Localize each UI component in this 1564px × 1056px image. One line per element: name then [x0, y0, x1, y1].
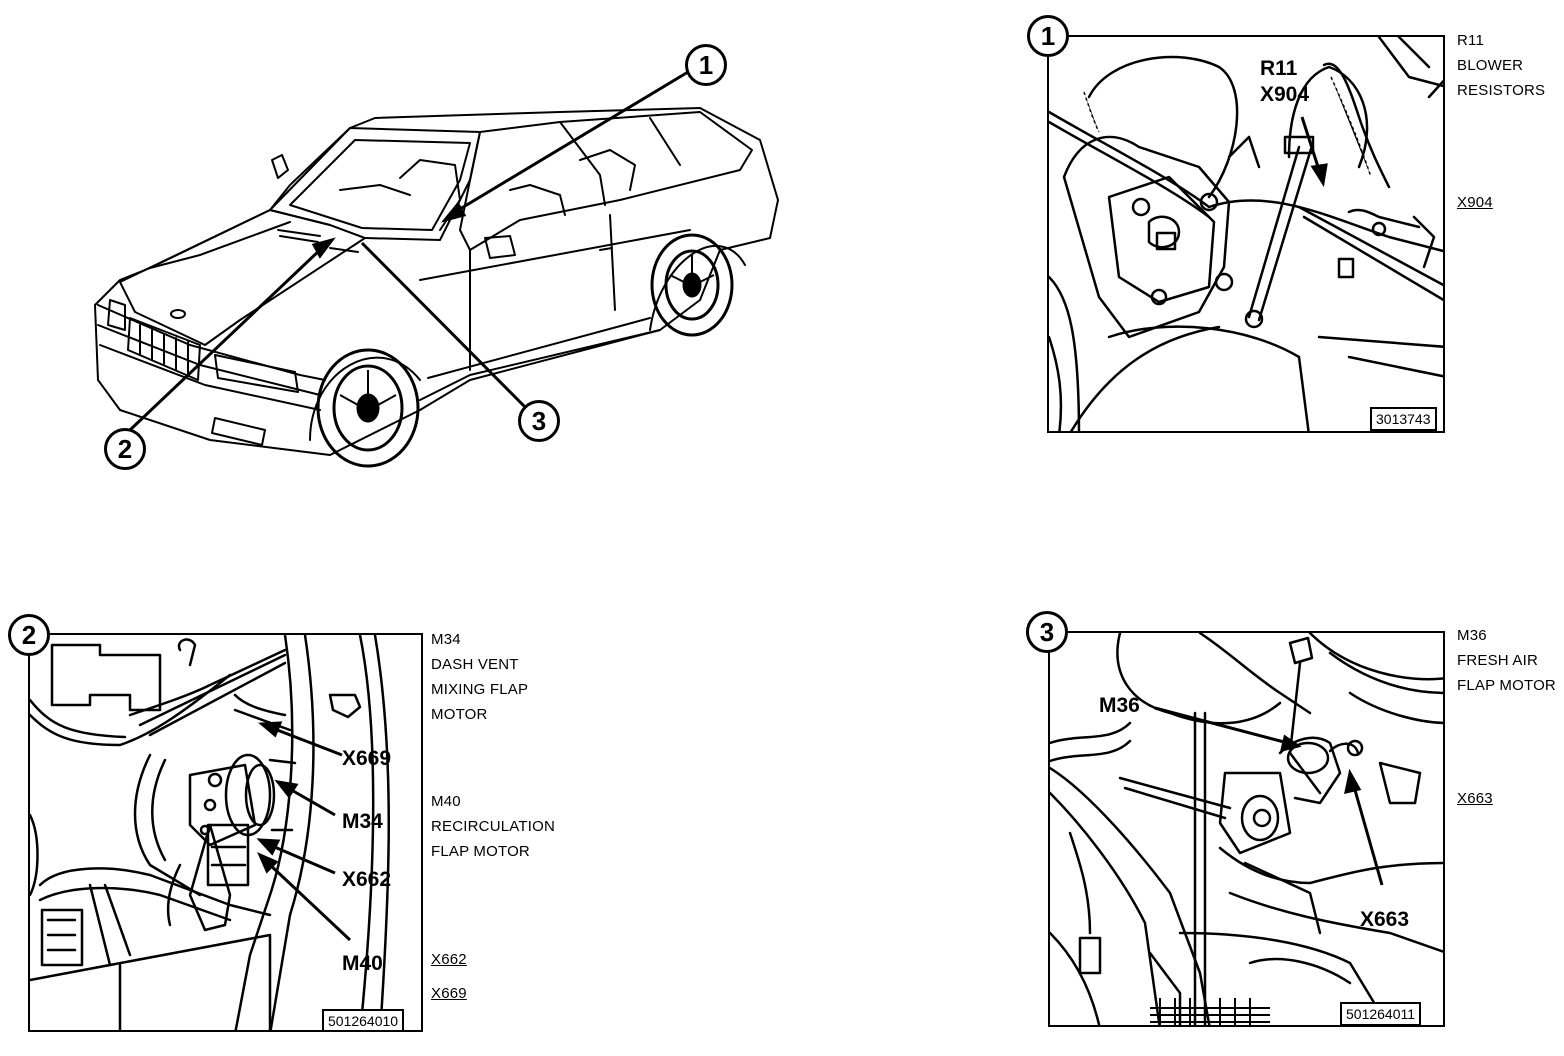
panel-1-label-r11: R11 — [1457, 32, 1485, 49]
panel-3-connector-x663: X663 — [1457, 790, 1493, 807]
panel-2-figure-code: 501264010 — [322, 1009, 405, 1030]
panel-3-label-fresh-air: FRESH AIR — [1457, 652, 1538, 669]
panel-3-fresh-air-flap-motor: M36 X663 501264011 — [1048, 631, 1445, 1027]
overview-callout-2: 2 — [104, 428, 146, 470]
panel-1-illustration — [1049, 37, 1443, 431]
car-overview-illustration — [94, 70, 779, 468]
panel-1-connector-x904: X904 — [1457, 194, 1493, 211]
panel-2-label-flap-motor: FLAP MOTOR — [431, 843, 530, 860]
panel-2-number-badge: 2 — [8, 614, 50, 656]
panel-2-callout-m40: M40 — [342, 952, 383, 975]
panel-2-label-m40: M40 — [431, 793, 461, 810]
panel-3-label-flap-motor: FLAP MOTOR — [1457, 677, 1556, 694]
panel-2-callout-x662: X662 — [342, 868, 392, 891]
overview-callout-3: 3 — [518, 400, 560, 442]
panel-3-callout-m36: M36 — [1099, 694, 1140, 717]
panel-2-label-recirculation: RECIRCULATION — [431, 818, 555, 835]
panel-1-figure-code: 3013743 — [1370, 407, 1437, 431]
panel-1-callout-r11: R11 — [1260, 57, 1298, 80]
panel-2-callout-m34: M34 — [342, 810, 383, 833]
panel-3-label-m36: M36 — [1457, 627, 1487, 644]
panel-3-number-badge: 3 — [1026, 611, 1068, 653]
overview-callout-1: 1 — [685, 44, 727, 86]
panel-2-connector-x662: X662 — [431, 951, 467, 968]
panel-2-connector-x669: X669 — [431, 985, 467, 1002]
panel-1-label-resistors: RESISTORS — [1457, 82, 1546, 99]
panel-2-label-dash-vent: DASH VENT — [431, 656, 519, 673]
panel-2-illustration — [30, 635, 390, 1030]
panel-2-callout-x669: X669 — [342, 747, 392, 770]
panel-2-label-mixing-flap: MIXING FLAP — [431, 681, 529, 698]
panel-1-callout-x904: X904 — [1260, 83, 1310, 106]
panel-3-callout-x663: X663 — [1360, 908, 1410, 931]
panel-2-dash-vent-recirculation-motors: X669 M34 X662 M40 501264010 — [28, 633, 423, 1032]
panel-1-number-badge: 1 — [1027, 15, 1069, 57]
panel-2-label-m34: M34 — [431, 631, 461, 648]
panel-1-label-blower: BLOWER — [1457, 57, 1524, 74]
panel-3-figure-code: 501264011 — [1340, 1002, 1422, 1025]
panel-2-label-motor: MOTOR — [431, 706, 488, 723]
panel-1-blower-resistors: R11 X904 3013743 — [1047, 35, 1445, 433]
panel-3-illustration — [1050, 633, 1443, 1025]
